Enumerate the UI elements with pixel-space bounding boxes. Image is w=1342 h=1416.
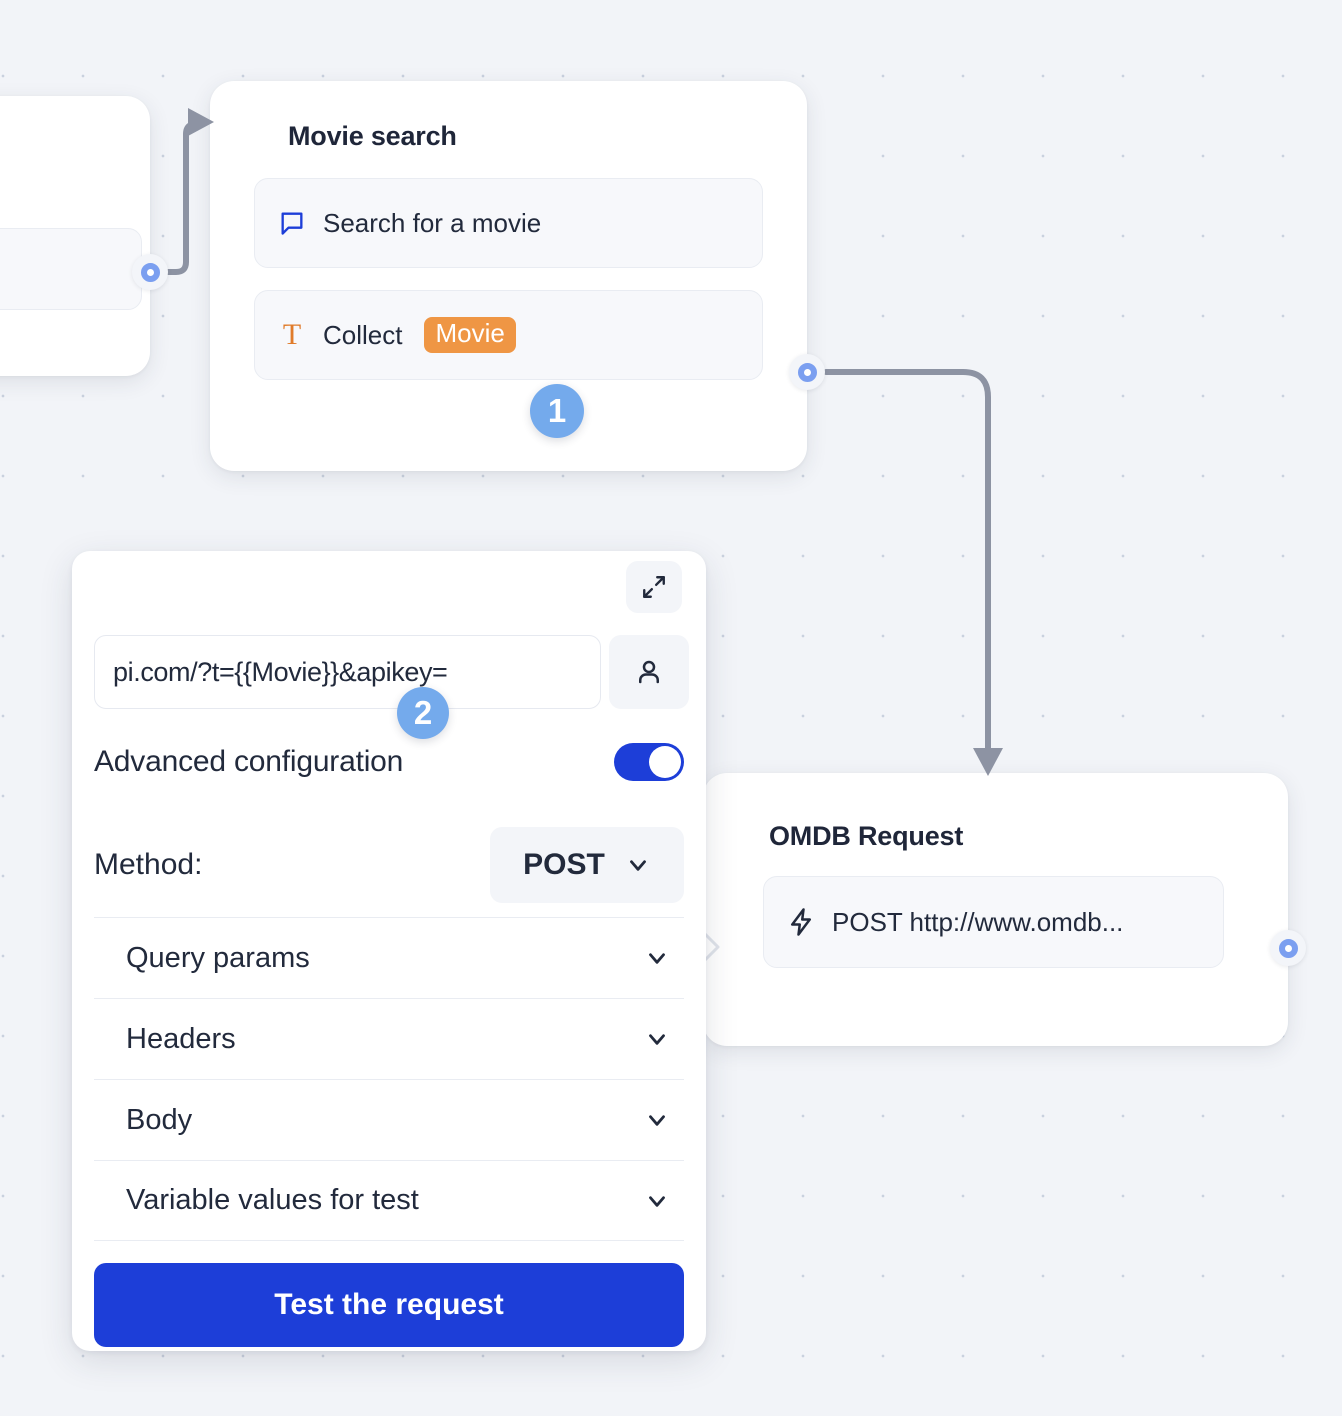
- url-row[interactable]: [94, 635, 689, 709]
- message-bubble-icon: [277, 208, 307, 238]
- node-row-label: Collect: [323, 319, 403, 350]
- movie-search-node[interactable]: Movie search Search for a movie T Collec…: [210, 81, 807, 471]
- node-row-search-for-a-movie[interactable]: Search for a movie: [254, 178, 763, 268]
- method-value: POST: [523, 848, 605, 881]
- accordion-item-body[interactable]: Body: [94, 1079, 684, 1160]
- step-badge-2: 2: [397, 687, 449, 739]
- accordion-item-headers[interactable]: Headers: [94, 998, 684, 1079]
- toggle-knob: [649, 746, 681, 778]
- accordion-label: Variable values for test: [126, 1184, 419, 1216]
- output-port-previous-node[interactable]: [132, 254, 168, 290]
- method-row: Method: POST: [94, 827, 684, 903]
- omdb-request-node[interactable]: OMDB Request POST http://www.omdb...: [703, 773, 1288, 1046]
- accordion-label: Body: [126, 1103, 193, 1136]
- step-badge-1: 1: [530, 384, 584, 438]
- accordion-list: Query params Headers Body Variable value…: [94, 917, 684, 1241]
- advanced-configuration-toggle[interactable]: [614, 743, 684, 781]
- chevron-down-icon: [649, 1195, 665, 1207]
- accordion-label: Headers: [126, 1022, 236, 1055]
- accordion-item-variable-values-for-test[interactable]: Variable values for test: [94, 1160, 684, 1241]
- lightning-bolt-icon: [786, 907, 816, 937]
- chevron-down-icon: [649, 1115, 665, 1126]
- chevron-down-icon: [649, 1034, 665, 1045]
- expand-diagonal-icon[interactable]: [626, 561, 682, 613]
- output-port-movie-search[interactable]: [789, 354, 825, 390]
- node-title: OMDB Request: [769, 821, 964, 851]
- request-configuration-panel[interactable]: Advanced configuration Method: POST Quer…: [72, 551, 706, 1351]
- accordion-label: Query params: [126, 941, 310, 974]
- request-url-input[interactable]: [94, 635, 601, 709]
- omdb-input-notch-icon: [698, 927, 720, 967]
- node-row-post-request[interactable]: POST http://www.omdb...: [763, 876, 1224, 968]
- method-label: Method:: [94, 848, 203, 881]
- previous-node-card[interactable]: [0, 96, 150, 376]
- chevron-down-icon: [629, 860, 646, 871]
- previous-node-row[interactable]: [0, 228, 142, 310]
- person-icon[interactable]: [609, 635, 689, 709]
- chevron-down-icon: [649, 953, 665, 964]
- advanced-configuration-row[interactable]: Advanced configuration: [94, 743, 684, 781]
- node-row-collect-movie[interactable]: T Collect Movie: [254, 290, 763, 380]
- test-the-request-button[interactable]: Test the request: [94, 1263, 684, 1347]
- variable-tag-movie[interactable]: Movie: [424, 317, 516, 353]
- node-row-label: POST http://www.omdb...: [832, 906, 1124, 937]
- accordion-item-query-params[interactable]: Query params: [94, 917, 684, 998]
- method-select[interactable]: POST: [490, 827, 684, 903]
- node-row-label: Search for a movie: [323, 207, 542, 238]
- text-t-icon: T: [282, 318, 302, 351]
- advanced-configuration-label: Advanced configuration: [94, 745, 404, 778]
- node-title: Movie search: [288, 121, 457, 151]
- output-port-omdb-request[interactable]: [1270, 930, 1306, 966]
